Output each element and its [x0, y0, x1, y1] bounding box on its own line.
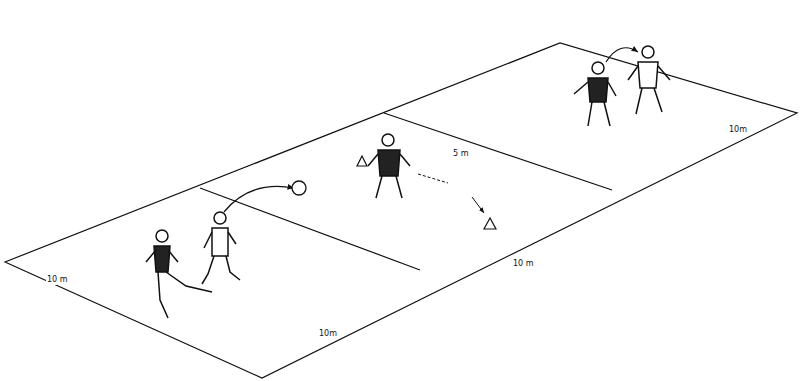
dimension-label: 10m	[728, 126, 748, 135]
cone	[357, 156, 367, 166]
cone	[484, 218, 496, 229]
dimension-label: 10 m	[46, 276, 69, 285]
pass-arrow	[606, 48, 638, 62]
distance-label: 5 m	[452, 150, 469, 159]
ball-path-arrow	[224, 186, 294, 212]
dimension-label: 10 m	[512, 260, 535, 269]
pitch-lines	[5, 43, 797, 378]
ball	[292, 181, 306, 195]
dimension-label: 10m	[318, 330, 338, 339]
player-pair-right	[574, 46, 670, 126]
cone-gap-arrow	[472, 197, 484, 213]
player-middle	[368, 134, 410, 198]
cone-gap-line	[418, 174, 448, 183]
player-pair-left	[146, 212, 240, 318]
